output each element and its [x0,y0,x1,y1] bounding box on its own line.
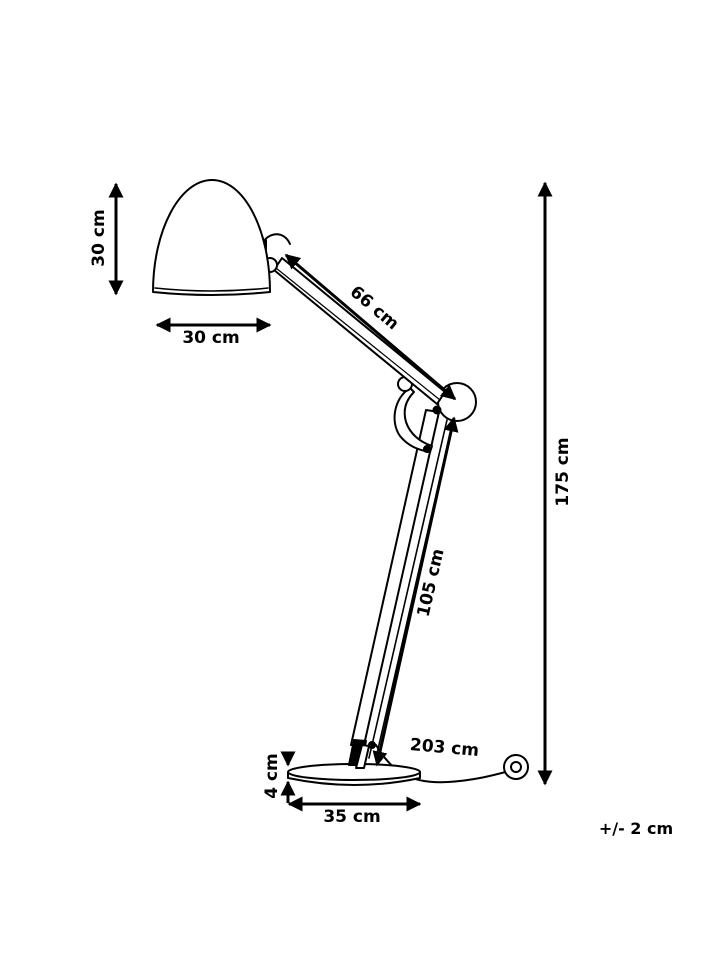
lamp-base [287,763,421,786]
lamp-shade [152,179,271,296]
label-shade-width: 30 cm [182,328,239,348]
label-base-height: 4 cm [262,753,282,799]
label-total-height: 175 cm [553,437,573,506]
foot-switch-button [510,761,522,773]
label-cable: 203 cm [409,735,480,761]
label-base-width: 35 cm [323,807,380,827]
elbow-pivot [432,405,442,415]
dim-line-upper-arm [284,253,457,401]
lamp-drawing [152,179,529,786]
dimension-lines [108,181,553,812]
label-tolerance: +/- 2 cm [599,819,673,838]
dim-line-lower-arm [372,416,459,767]
lamp-shade-rim [154,287,269,292]
upper-arm [273,257,446,405]
label-shade-height: 30 cm [89,209,109,266]
